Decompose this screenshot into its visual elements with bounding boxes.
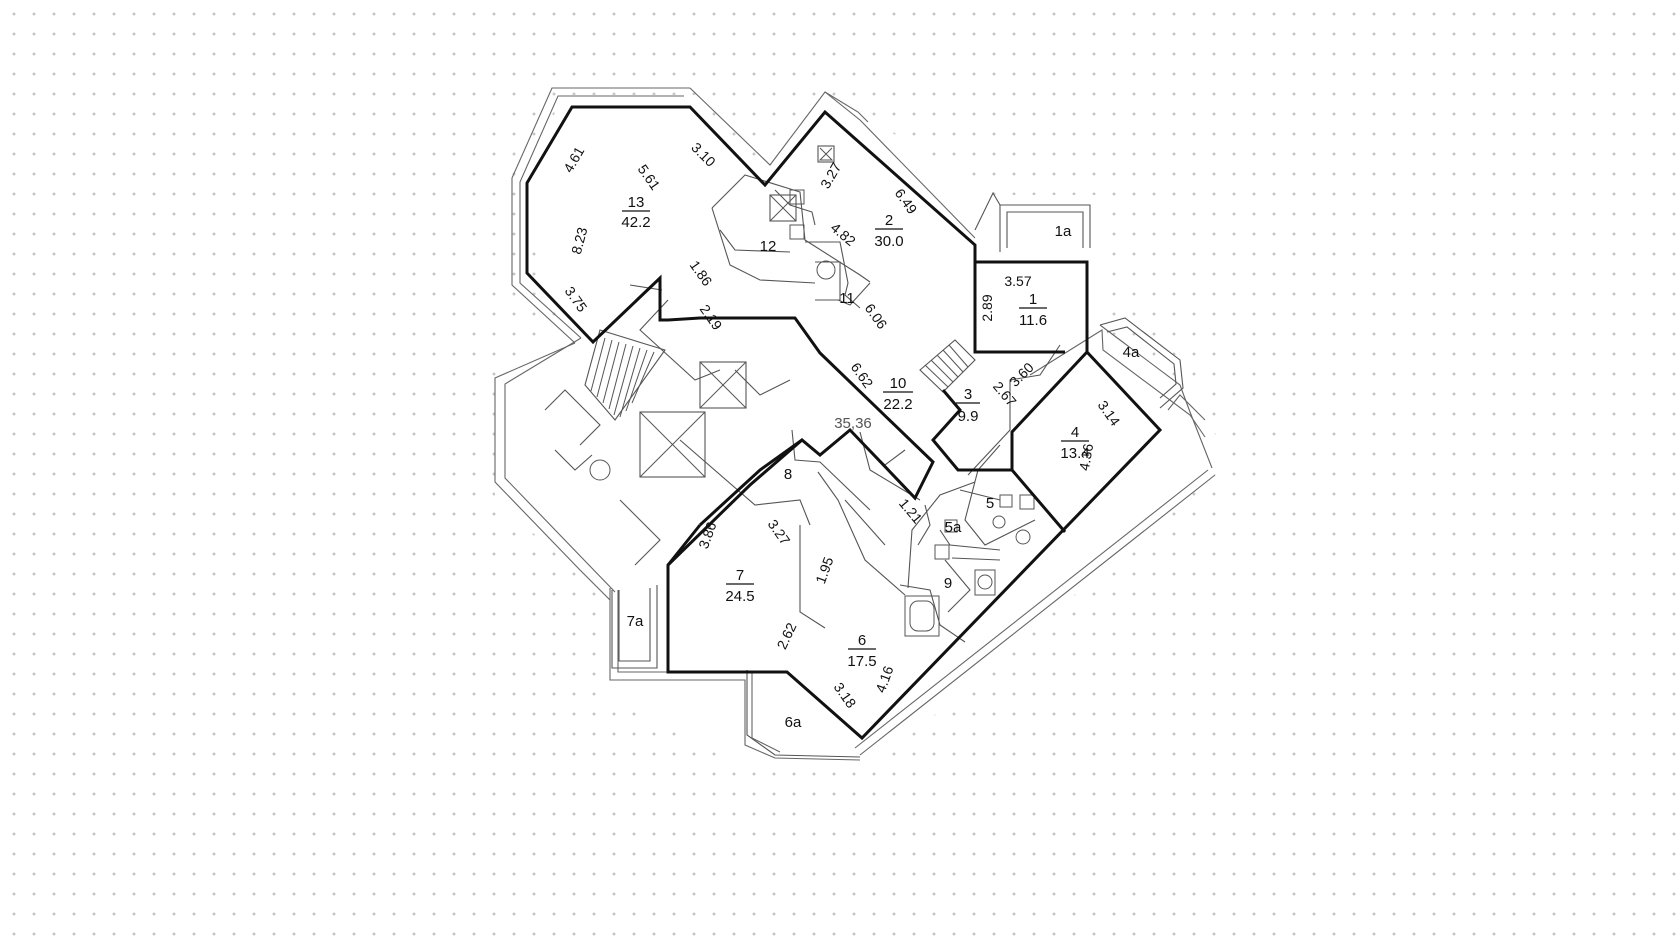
room-4[interactable]: 4 13.4: [1060, 424, 1089, 462]
room-11-label[interactable]: 11: [839, 290, 855, 307]
room-6a-label[interactable]: 6a: [785, 714, 802, 731]
room-8-label[interactable]: 8: [784, 466, 792, 483]
room-3[interactable]: 3 9.9: [956, 386, 980, 425]
room-2-area: 30.0: [874, 233, 903, 250]
room-9-label[interactable]: 9: [944, 575, 952, 592]
room-3-number: 3: [964, 386, 972, 403]
room-4a-label[interactable]: 4a: [1123, 344, 1140, 361]
room-1-area: 11.6: [1019, 312, 1047, 329]
room-3-area: 9.9: [958, 408, 979, 425]
room-13[interactable]: 13 42.2: [621, 194, 650, 231]
room-10-area: 22.2: [883, 396, 912, 413]
room-7[interactable]: 7 24.5: [725, 567, 754, 605]
room-7-number: 7: [736, 567, 744, 584]
room-labels: 12 11 1a 4a 5 5a 9 8 7a 6a 35,36: [627, 223, 1140, 731]
room-7a-label[interactable]: 7a: [627, 613, 644, 630]
room-10[interactable]: 10 22.2: [883, 375, 913, 413]
sanitary-fixtures: [789, 189, 1035, 637]
room-1-number: 1: [1029, 291, 1037, 308]
room-7-area: 24.5: [725, 588, 754, 605]
plan-backdrop: [495, 90, 1220, 770]
dim-4-36: 4.36: [1076, 442, 1097, 472]
room-10-number: 10: [890, 375, 907, 392]
apartment-interior-walls: [666, 262, 1089, 566]
room-4-area: 13.4: [1060, 445, 1089, 462]
room-6-area: 17.5: [847, 653, 876, 670]
room-12-label[interactable]: 12: [760, 238, 777, 255]
room-2-number: 2: [885, 212, 893, 229]
balconies: [611, 191, 1184, 758]
room-5-label[interactable]: 5: [986, 495, 994, 512]
stairwell: [544, 145, 976, 566]
common-area-label: 35,36: [834, 415, 872, 432]
room-2[interactable]: 2 30.0: [874, 212, 903, 250]
room-13-number: 13: [628, 194, 645, 211]
dim-8-23: 8.23: [568, 225, 591, 256]
room-1[interactable]: 1 11.6: [1019, 291, 1047, 329]
room-1a-label[interactable]: 1a: [1055, 223, 1072, 240]
apartment-boundary: [525, 105, 1163, 741]
dim-3-57: 3.57: [1004, 273, 1031, 289]
dim-2-89: 2.89: [979, 294, 995, 321]
room-13-area: 42.2: [621, 214, 650, 231]
room-6-number: 6: [858, 632, 866, 649]
exterior-walls: [494, 87, 1216, 761]
room-6[interactable]: 6 17.5: [847, 632, 876, 670]
room-5a-label[interactable]: 5a: [945, 519, 962, 536]
room-4-number: 4: [1071, 424, 1079, 441]
